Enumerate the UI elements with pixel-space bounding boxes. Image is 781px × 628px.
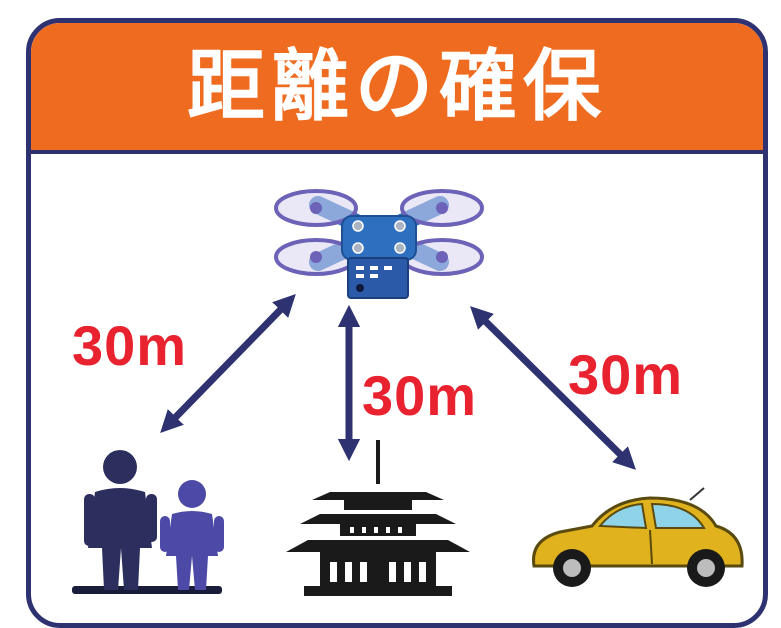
illustration — [72, 189, 744, 596]
arrow-right — [470, 306, 636, 470]
people-icon — [72, 450, 224, 594]
distance-arrows — [160, 293, 636, 470]
car-icon — [532, 487, 744, 587]
pagoda-icon — [286, 440, 470, 596]
distance-label-left: 30m — [72, 314, 188, 377]
distance-label-center: 30m — [362, 364, 478, 427]
title-banner: 距離の確保 — [31, 23, 763, 154]
drone-icon — [274, 189, 484, 299]
page-title: 距離の確保 — [186, 41, 607, 132]
arrow-left — [160, 293, 296, 434]
distance-label-right: 30m — [568, 343, 684, 406]
